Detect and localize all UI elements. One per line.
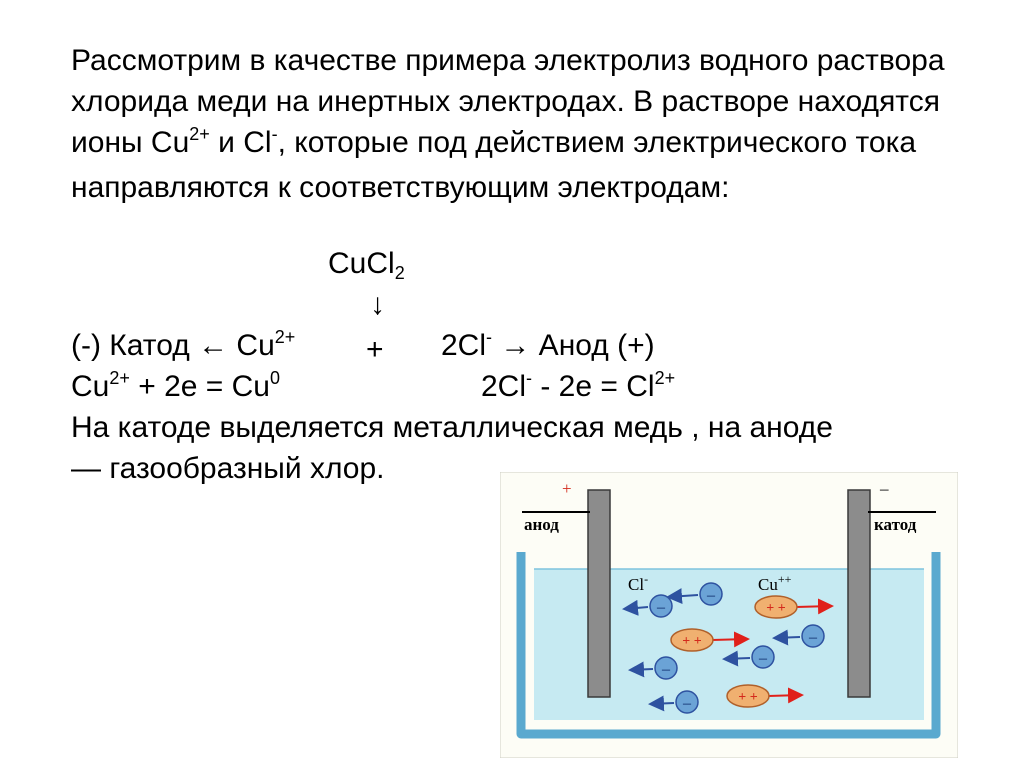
- anode-side-charge: -: [486, 327, 493, 347]
- cathode-reaction-a-charge: 2+: [109, 368, 130, 388]
- chloride-ion: –: [648, 690, 699, 714]
- chloride-ion: –: [666, 582, 723, 606]
- formula-subscript: 2: [394, 263, 405, 283]
- anode-side: 2Cl- → Анод (+): [441, 327, 655, 367]
- conclusion-line-2: — газообразный хлор.: [71, 452, 385, 485]
- electrolysis-diagram: + анод – катод Cl- Cu++ – – – –: [500, 472, 958, 758]
- svg-text:–: –: [661, 661, 671, 678]
- svg-text:–: –: [706, 587, 716, 604]
- svg-text:+ +: + +: [766, 601, 785, 616]
- svg-text:–: –: [808, 629, 818, 646]
- anode-sign: +: [562, 479, 572, 498]
- anode-electrode: [587, 489, 611, 698]
- anode-label: анод: [524, 515, 559, 534]
- conclusion-line-1: На катоде выделяется металлическая медь …: [71, 411, 833, 444]
- ion-cu: Cu: [150, 126, 190, 159]
- svg-text:–: –: [758, 650, 768, 667]
- chloride-ion: –: [722, 645, 775, 669]
- ion-cu-charge: 2+: [189, 124, 210, 144]
- anode-side-ion: 2Cl: [441, 329, 487, 362]
- svg-text:+ +: + +: [738, 690, 757, 705]
- anode-reaction-a-charge: -: [526, 368, 533, 388]
- formula-cucl2: CuCl2: [328, 246, 405, 285]
- conjunction: и: [209, 126, 244, 159]
- cathode-side: (-) Катод ← Cu2+: [71, 327, 296, 367]
- chloride-ion: –: [772, 624, 825, 648]
- cathode-reaction-b-charge: 0: [270, 368, 281, 388]
- svg-text:+ +: + +: [682, 634, 701, 649]
- intro-text: Рассмотрим в качестве примера электролиз…: [71, 44, 945, 159]
- chloride-ion: –: [628, 656, 678, 680]
- formula-base: CuCl: [328, 247, 395, 280]
- chloride-label: Cl-: [628, 572, 648, 594]
- cathode-reaction: Cu2+ + 2e = Cu0: [71, 368, 281, 408]
- cathode-reaction-a: Cu: [71, 370, 110, 403]
- intro-paragraph: Рассмотрим в качестве примера электролиз…: [71, 40, 951, 208]
- cathode-reaction-b: + 2e = Cu: [129, 370, 270, 403]
- anode-reaction-a: 2Cl: [481, 370, 527, 403]
- copper-ion: + +: [670, 628, 750, 652]
- anode-reaction: 2Cl- - 2e = Cl2+: [481, 368, 676, 408]
- anode-reaction-b-charge: 2+: [654, 368, 676, 388]
- cathode-side-text: (-) Катод ← Cu: [71, 329, 275, 362]
- dissociation-arrow: ↓: [370, 288, 385, 321]
- copper-ion: + +: [726, 684, 804, 708]
- ion-cl: Cl: [243, 126, 272, 159]
- svg-text:–: –: [656, 599, 666, 616]
- svg-text:–: –: [682, 695, 692, 712]
- cathode-label: катод: [874, 515, 917, 534]
- anode-reaction-b: - 2e = Cl: [532, 370, 655, 403]
- anode-side-text: → Анод (+): [492, 329, 655, 362]
- copper-ion: + +: [754, 595, 834, 619]
- ion-cl-charge: -: [271, 124, 278, 144]
- cathode-side-charge: 2+: [274, 327, 296, 347]
- dissociation-plus: +: [366, 333, 384, 366]
- cathode-electrode: [847, 489, 871, 698]
- vessel: [516, 552, 941, 739]
- intro-text-end: , которые под действием электрического т…: [71, 126, 917, 204]
- copper-label: Cu++: [758, 572, 792, 594]
- chloride-ion: –: [622, 594, 673, 618]
- cathode-sign: –: [879, 479, 889, 498]
